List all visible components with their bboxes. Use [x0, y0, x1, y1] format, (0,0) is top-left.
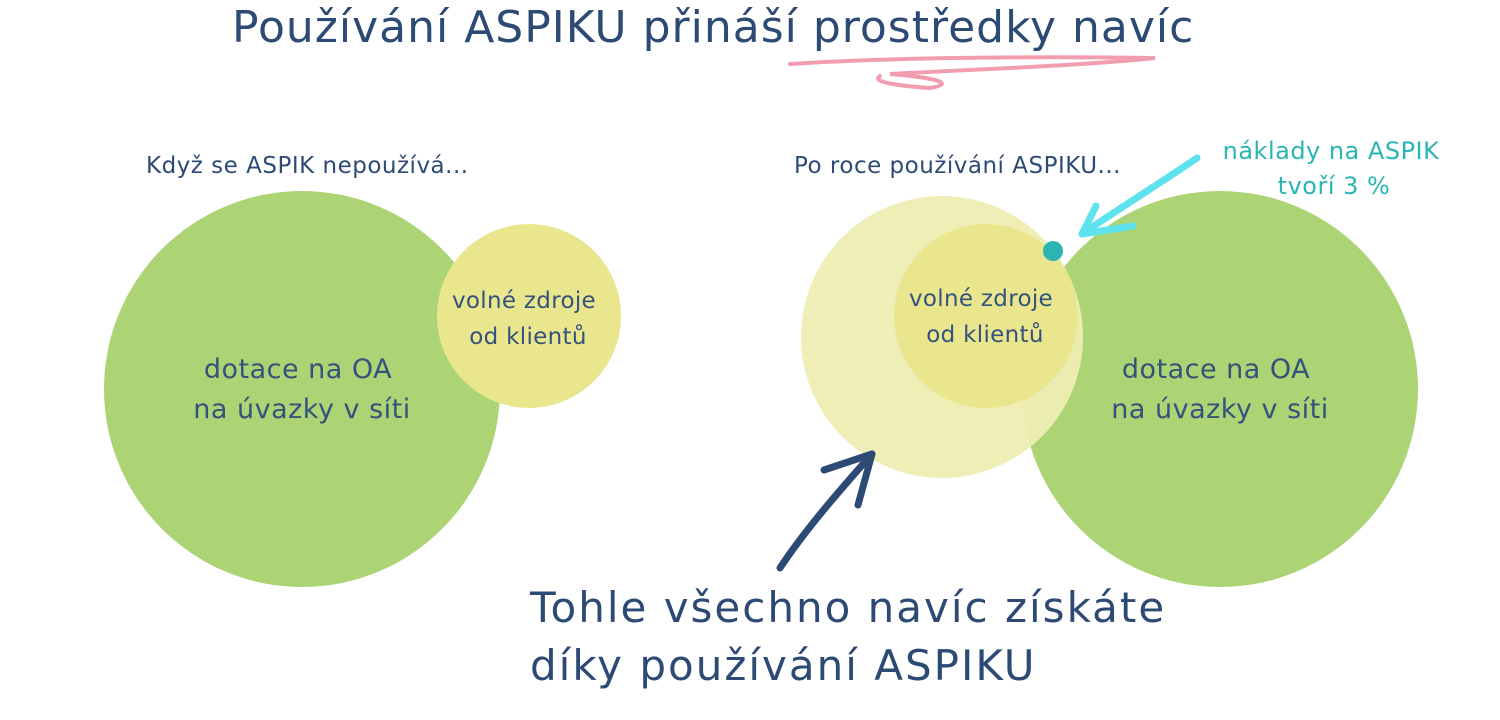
left-client-label-1: volné zdroje — [452, 288, 596, 314]
cost-arrow-icon — [1078, 154, 1201, 238]
right-client-label-2: od klientů — [926, 321, 1043, 348]
left-client-resources-circle — [437, 224, 621, 408]
left-subsidy-circle — [104, 191, 500, 587]
bottom-note-line-1: Tohle všechno navíc získáte — [529, 583, 1166, 632]
title-underline-scribble — [788, 55, 1156, 91]
extra-resources-arrow-icon — [776, 450, 876, 572]
cost-note-line-1: náklady na ASPIK — [1223, 137, 1441, 165]
right-caption: Po roce používání ASPIKU... — [794, 153, 1121, 179]
left-subsidy-label-2: na úvazky v síti — [193, 394, 411, 425]
aspik-cost-dot — [1043, 241, 1063, 261]
page-title: Používání ASPIKU přináší prostředky naví… — [232, 2, 1194, 53]
left-subsidy-label-1: dotace na OA — [204, 354, 392, 385]
right-subsidy-circle — [1022, 191, 1418, 587]
title-part-2-highlight: prostředky navíc — [813, 2, 1195, 53]
right-subsidy-label-2: na úvazky v síti — [1111, 394, 1329, 425]
right-subsidy-label-1: dotace na OA — [1122, 354, 1310, 385]
title-part-1: Používání ASPIKU přináší — [232, 2, 813, 53]
right-client-resources-circle — [894, 224, 1078, 408]
right-client-label-1: volné zdroje — [909, 286, 1053, 312]
left-caption: Když se ASPIK nepoužívá... — [146, 153, 469, 179]
bottom-note-line-2: díky používání ASPIKU — [530, 641, 1037, 690]
cost-note-line-2: tvoří 3 % — [1278, 172, 1391, 200]
left-client-label-2: od klientů — [469, 323, 586, 350]
